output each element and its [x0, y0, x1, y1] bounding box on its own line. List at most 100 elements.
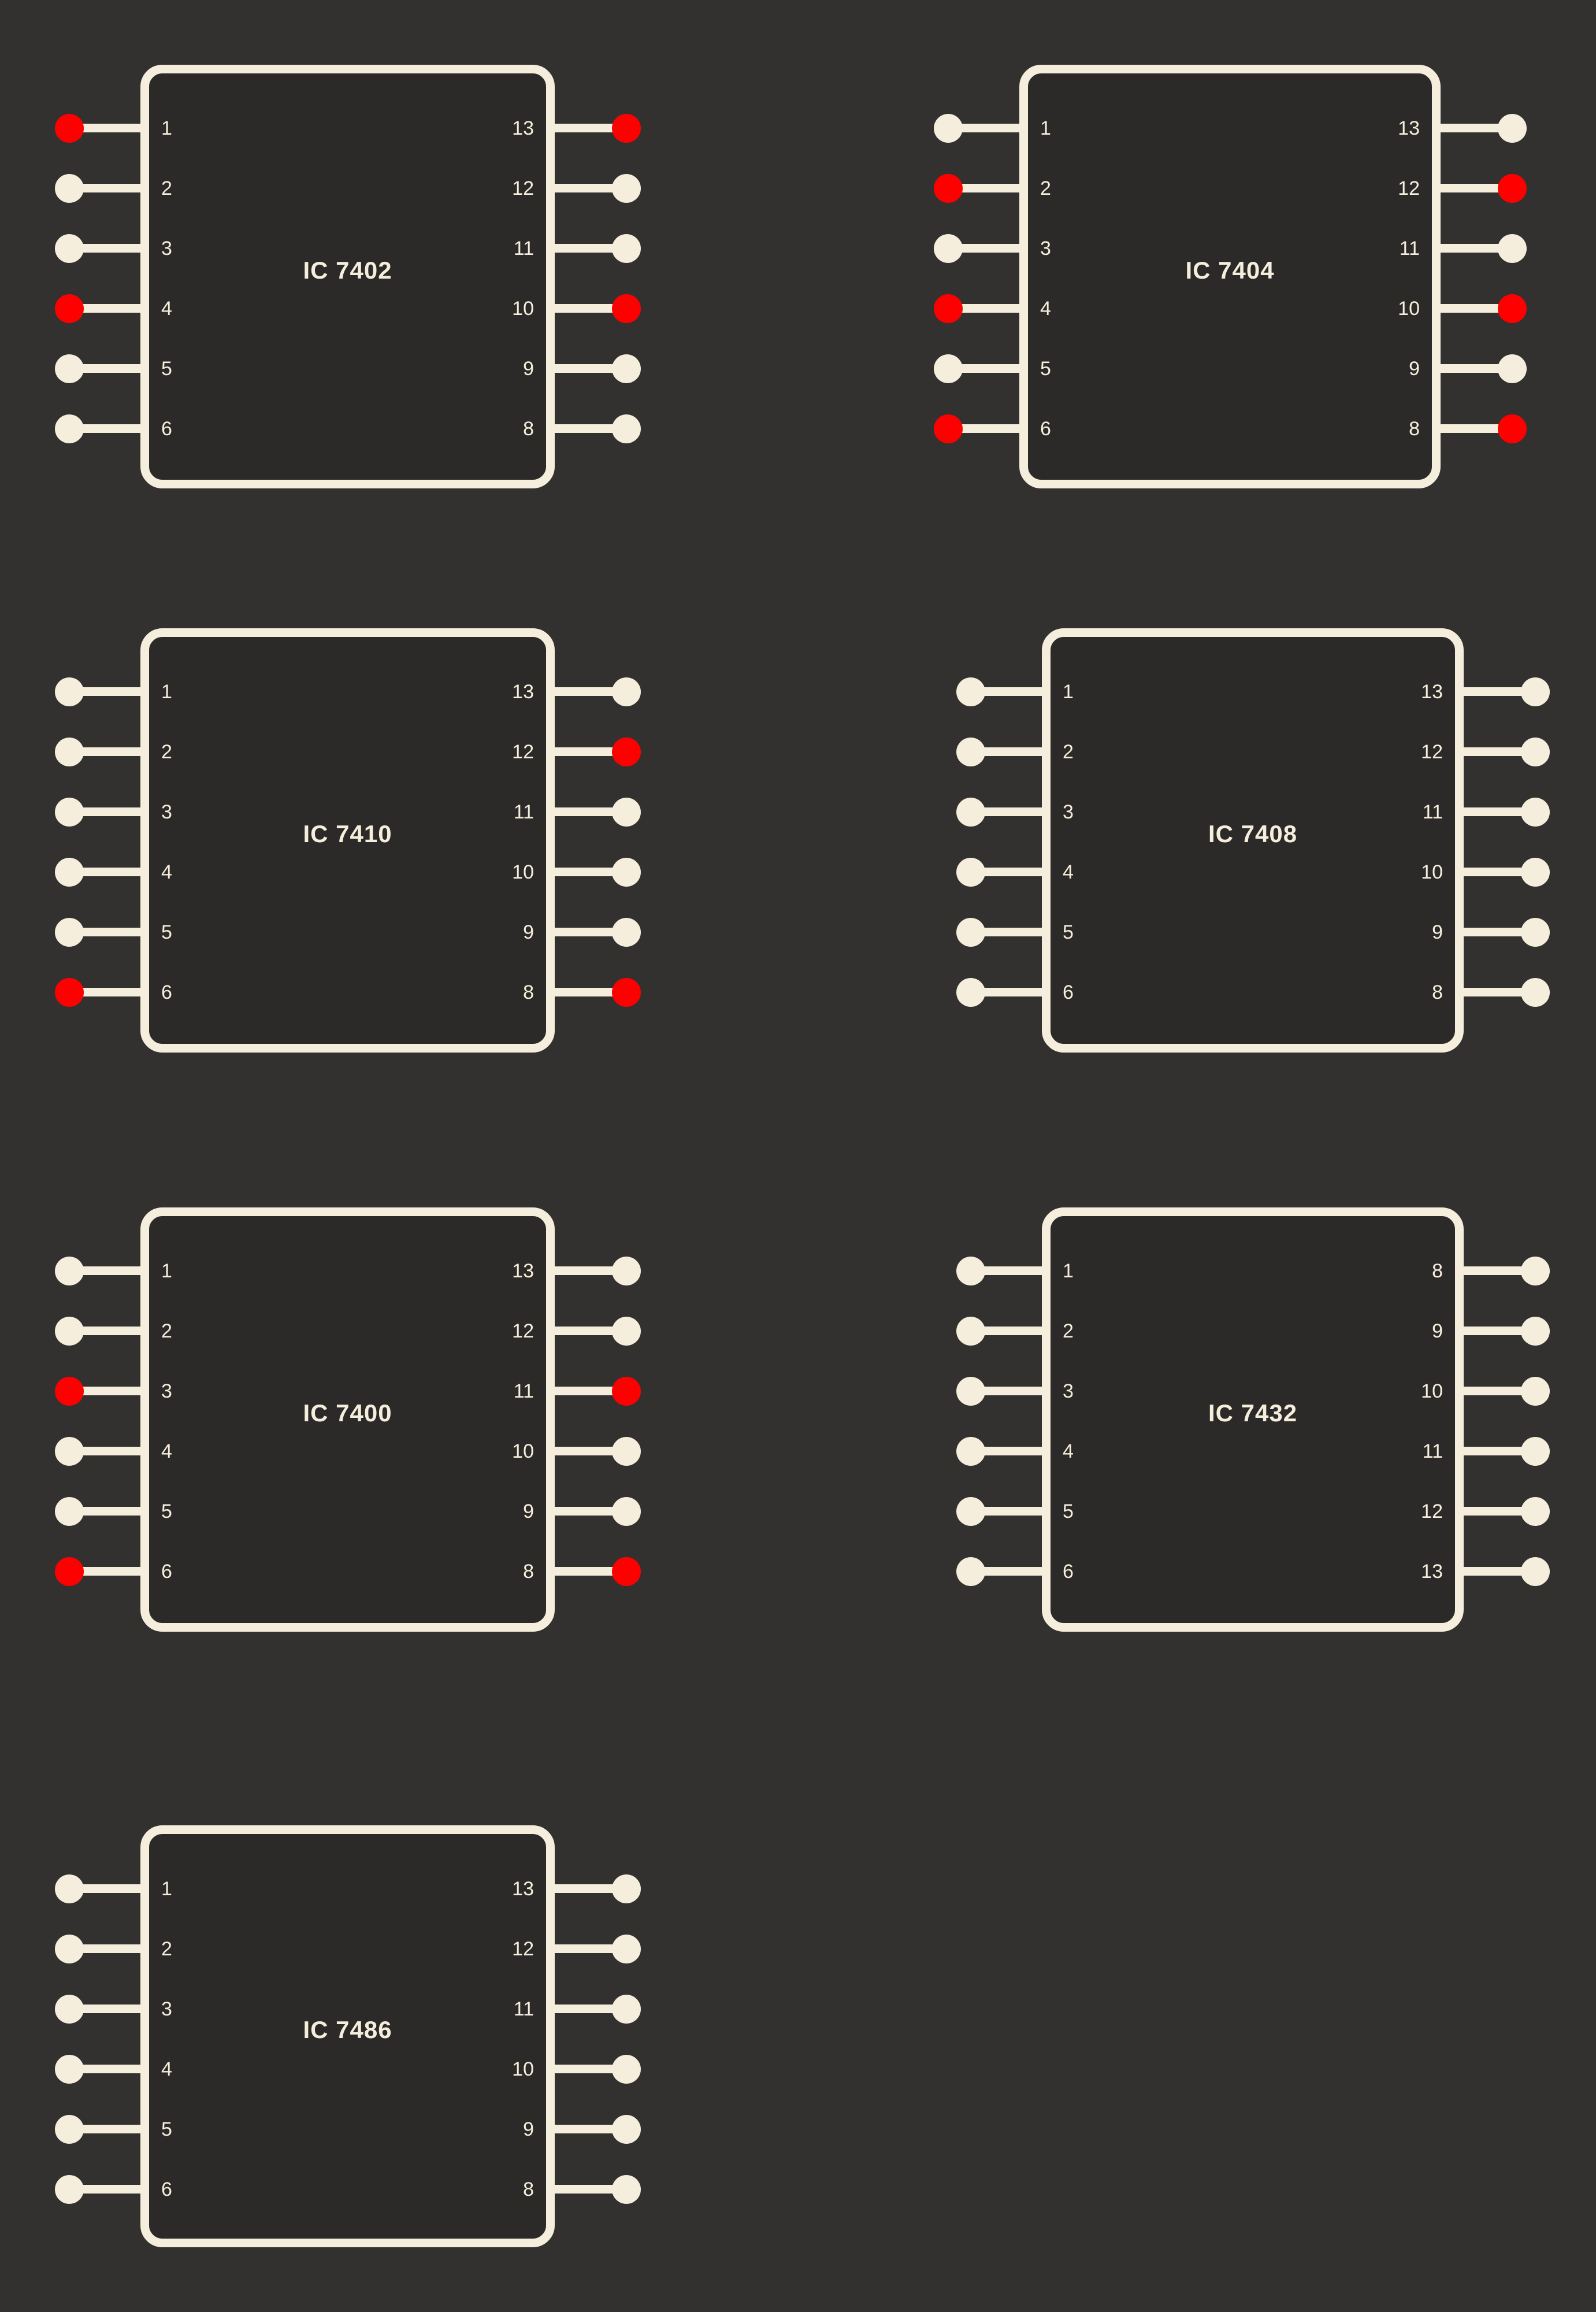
ic-7404-pin-8-led[interactable]: [1498, 414, 1527, 443]
ic-7404-pin-3-led[interactable]: [934, 234, 963, 263]
ic-7432-pin-13-led[interactable]: [1521, 1557, 1550, 1586]
ic-7432-pin-12-led[interactable]: [1521, 1497, 1550, 1526]
ic-7486-pin-13-led[interactable]: [612, 1874, 641, 1903]
ic-7486-pin-6-led[interactable]: [55, 2175, 84, 2204]
ic-7400-pin-11-lead: [549, 1387, 626, 1395]
ic-7486-pin-2-led[interactable]: [55, 1935, 84, 1963]
ic-7486-pin-10-led[interactable]: [612, 2055, 641, 2084]
ic-7410-pin-2-lead: [69, 747, 146, 756]
ic-7408-chip-body: [1042, 628, 1464, 1053]
ic-7404-pin-1-led[interactable]: [934, 114, 963, 143]
ic-7432-pin-5-led[interactable]: [956, 1497, 985, 1526]
ic-7410-pin-11-lead: [549, 807, 626, 816]
ic-7432-pin-4-led[interactable]: [956, 1437, 985, 1466]
ic-7410-pin-1-number: 1: [161, 681, 172, 703]
ic-7402-pin-5-led[interactable]: [55, 354, 84, 383]
ic-7404-pin-12-led[interactable]: [1498, 174, 1527, 203]
ic-7432-pin-1-led[interactable]: [956, 1257, 985, 1285]
ic-7408-pin-3-lead: [971, 807, 1048, 816]
ic-7408-pin-5-led[interactable]: [956, 918, 985, 947]
ic-7410-pin-11-led[interactable]: [612, 798, 641, 827]
ic-7402-pin-2-led[interactable]: [55, 174, 84, 203]
ic-7410-pin-4-led[interactable]: [55, 858, 84, 887]
ic-7432-pin-8-led[interactable]: [1521, 1257, 1550, 1285]
ic-7408-pin-3-led[interactable]: [956, 798, 985, 827]
ic-7486-pin-5-led[interactable]: [55, 2115, 84, 2144]
ic-7408-pin-11-led[interactable]: [1521, 798, 1550, 827]
ic-7408-pin-2-led[interactable]: [956, 738, 985, 766]
ic-7400-pin-12-led[interactable]: [612, 1317, 641, 1346]
ic-7400-pin-4-led[interactable]: [55, 1437, 84, 1466]
ic-7404-pin-11-led[interactable]: [1498, 234, 1527, 263]
ic-7408-pin-8-led[interactable]: [1521, 978, 1550, 1007]
ic-7432-pin-6-led[interactable]: [956, 1557, 985, 1586]
ic-7408-pin-6-led[interactable]: [956, 978, 985, 1007]
ic-7410-pin-13-led[interactable]: [612, 677, 641, 706]
ic-7400-pin-5-led[interactable]: [55, 1497, 84, 1526]
ic-7486-pin-1-led[interactable]: [55, 1874, 84, 1903]
ic-7408-pin-9-led[interactable]: [1521, 918, 1550, 947]
ic-7408-pin-8-number: 8: [1432, 981, 1443, 1003]
ic-7408-pin-6-lead: [971, 988, 1048, 996]
ic-7404-pin-10-lead: [1435, 304, 1512, 313]
ic-7410-pin-3-led[interactable]: [55, 798, 84, 827]
ic-7408-pin-12-led[interactable]: [1521, 738, 1550, 766]
ic-7402-pin-9-led[interactable]: [612, 354, 641, 383]
ic-7486-pin-8-led[interactable]: [612, 2175, 641, 2204]
ic-7408-pin-4-led[interactable]: [956, 858, 985, 887]
ic-7432-pin-11-led[interactable]: [1521, 1437, 1550, 1466]
ic-7400-pin-1-led[interactable]: [55, 1257, 84, 1285]
ic-7404-pin-2-led[interactable]: [934, 174, 963, 203]
ic-7402-pin-4-led[interactable]: [55, 294, 84, 323]
ic-7400-pin-6-led[interactable]: [55, 1557, 84, 1586]
ic-7410-pin-2-led[interactable]: [55, 738, 84, 766]
ic-7402-pin-1-led[interactable]: [55, 114, 84, 143]
ic-7410-pin-10-led[interactable]: [612, 858, 641, 887]
ic-7402-pin-3-led[interactable]: [55, 234, 84, 263]
ic-7400-pin-10-led[interactable]: [612, 1437, 641, 1466]
ic-7400-pin-11-led[interactable]: [612, 1377, 641, 1406]
ic-7486-pin-9-led[interactable]: [612, 2115, 641, 2144]
ic-7432-pin-3-number: 3: [1063, 1380, 1074, 1402]
ic-7400-pin-8-lead: [549, 1567, 626, 1576]
ic-7410-pin-8-led[interactable]: [612, 978, 641, 1007]
ic-7410-pin-1-led[interactable]: [55, 677, 84, 706]
ic-7432-pin-10-led[interactable]: [1521, 1377, 1550, 1406]
ic-7486-pin-11-led[interactable]: [612, 1995, 641, 2024]
ic-7402-pin-13-led[interactable]: [612, 114, 641, 143]
ic-7408-pin-1-led[interactable]: [956, 677, 985, 706]
ic-7404-pin-6-led[interactable]: [934, 414, 963, 443]
ic-7486-pin-3-led[interactable]: [55, 1995, 84, 2024]
ic-7408-pin-9-number: 9: [1432, 921, 1443, 943]
ic-7410-pin-9-led[interactable]: [612, 918, 641, 947]
ic-7402-pin-10-led[interactable]: [612, 294, 641, 323]
ic-7486-pin-12-led[interactable]: [612, 1935, 641, 1963]
ic-7400-pin-8-led[interactable]: [612, 1557, 641, 1586]
ic-7402-pin-6-led[interactable]: [55, 414, 84, 443]
ic-7432-pin-9-led[interactable]: [1521, 1317, 1550, 1346]
ic-7410-pin-6-led[interactable]: [55, 978, 84, 1007]
ic-7400-pin-9-led[interactable]: [612, 1497, 641, 1526]
ic-7404-pin-13-led[interactable]: [1498, 114, 1527, 143]
ic-7402-pin-12-led[interactable]: [612, 174, 641, 203]
ic-7400-pin-13-led[interactable]: [612, 1257, 641, 1285]
ic-7404-pin-5-led[interactable]: [934, 354, 963, 383]
ic-7408-pin-4-lead: [971, 868, 1048, 876]
ic-7400-pin-3-led[interactable]: [55, 1377, 84, 1406]
ic-7402-pin-8-led[interactable]: [612, 414, 641, 443]
ic-7404-pin-9-led[interactable]: [1498, 354, 1527, 383]
ic-7400-pin-6-lead: [69, 1567, 146, 1576]
ic-7410-pin-12-led[interactable]: [612, 738, 641, 766]
ic-7400-pin-2-led[interactable]: [55, 1317, 84, 1346]
ic-7408-pin-13-led[interactable]: [1521, 677, 1550, 706]
ic-7486-pin-4-led[interactable]: [55, 2055, 84, 2084]
ic-7402-pin-11-led[interactable]: [612, 234, 641, 263]
ic-7410-pin-5-led[interactable]: [55, 918, 84, 947]
ic-7404-pin-10-led[interactable]: [1498, 294, 1527, 323]
ic-7404-pin-4-led[interactable]: [934, 294, 963, 323]
ic-7400-pin-2-number: 2: [161, 1320, 172, 1342]
ic-7432-pin-2-led[interactable]: [956, 1317, 985, 1346]
ic-7410-pin-12-lead: [549, 747, 626, 756]
ic-7408-pin-10-led[interactable]: [1521, 858, 1550, 887]
ic-7432-pin-3-led[interactable]: [956, 1377, 985, 1406]
